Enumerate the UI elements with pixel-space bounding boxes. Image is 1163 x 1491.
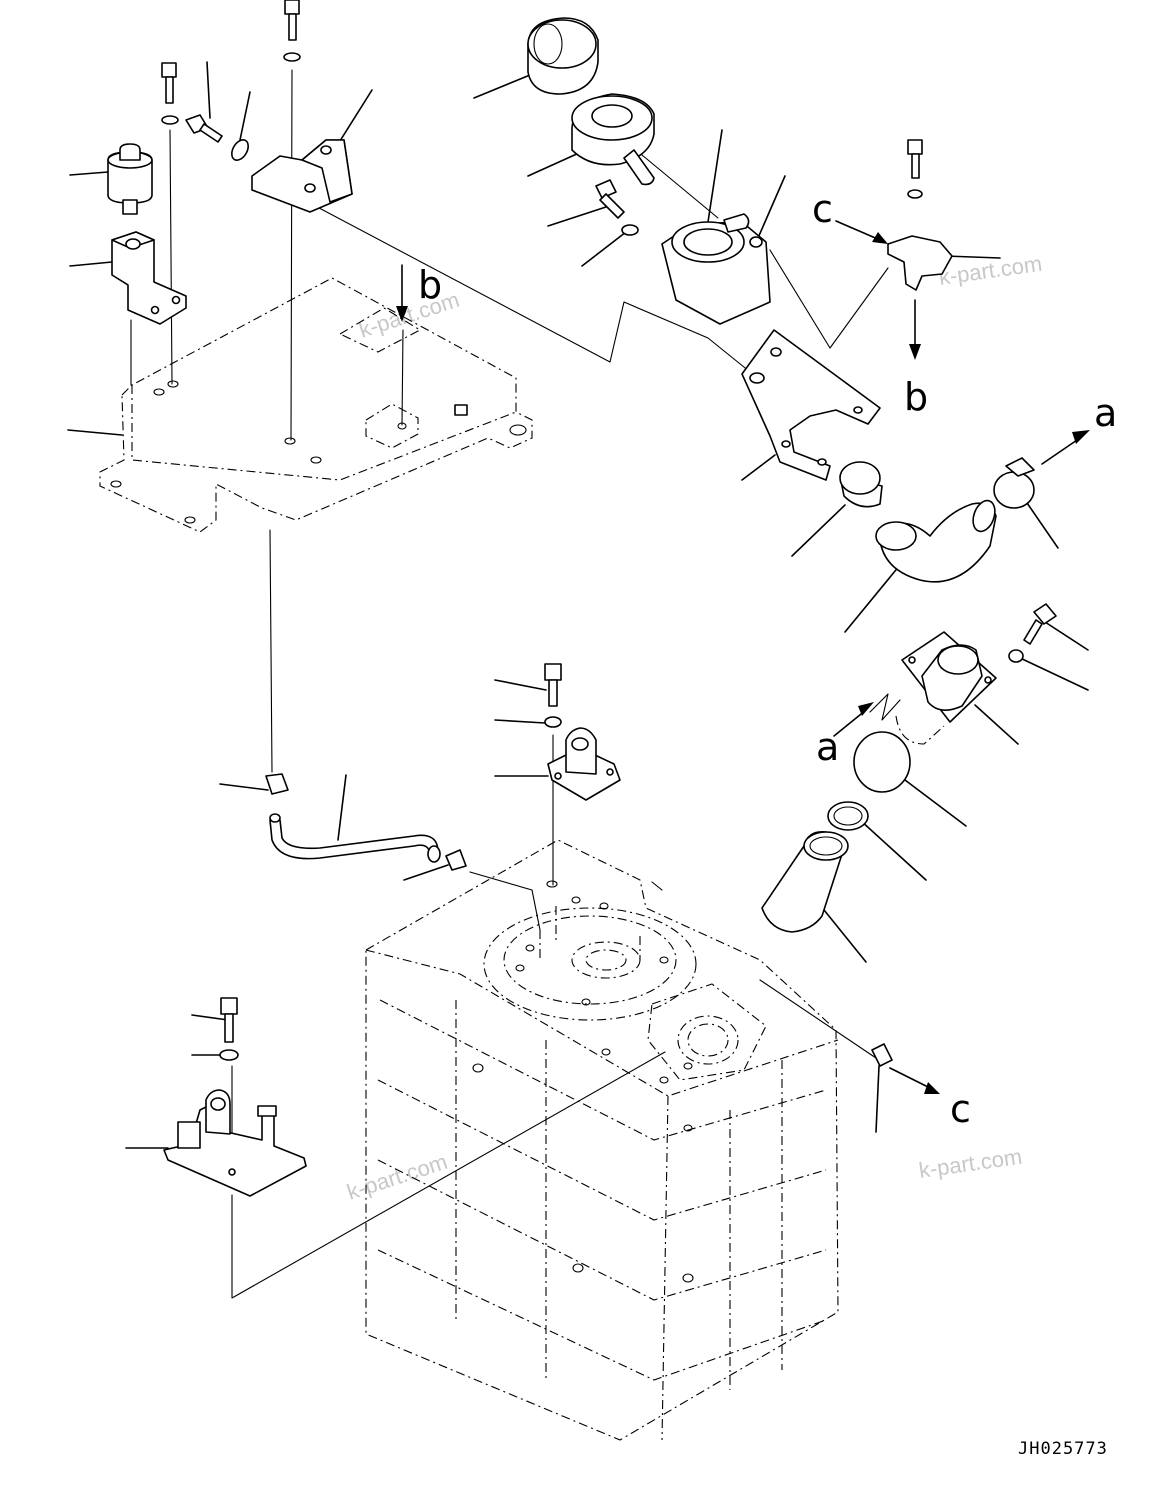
letter-c-top: c (812, 187, 833, 231)
tank-elbow-fitting (871, 1043, 893, 1067)
filler-tube (761, 830, 849, 933)
hose-clamp-3 (827, 801, 869, 831)
watermark-4: k-part.com (344, 1149, 451, 1205)
flange-elbow (895, 631, 997, 745)
watermark-1: k-part.com (356, 287, 463, 343)
mount-bracket-upper (547, 727, 621, 801)
assembly-lines (130, 69, 889, 1299)
watermark-3: k-part.com (917, 1144, 1023, 1183)
letter-b-left: b (418, 263, 442, 307)
angle-bracket (251, 139, 353, 213)
hose-clamp-2 (993, 457, 1035, 509)
drawing-code: JH025773 (1018, 1439, 1108, 1459)
vent-fitting (887, 139, 953, 291)
clip-right (445, 849, 467, 871)
leader-lines (67, 61, 1089, 1149)
drain-hose (269, 813, 441, 863)
switch-mount-bracket (163, 1089, 307, 1197)
breather-cap (527, 17, 599, 95)
letter-b-right: b (904, 375, 928, 419)
letter-a-lower: a (816, 725, 839, 769)
breather-adapter (571, 93, 655, 186)
hydraulic-tank (365, 839, 839, 1441)
float-switch (107, 143, 153, 215)
watermarks: k-part.com k-part.com k-part.com k-part.… (344, 251, 1044, 1205)
bolt-top-left-2 (283, 0, 301, 62)
letter-a-top: a (1094, 391, 1117, 435)
connection-letters: c b b a a c (418, 187, 1117, 1131)
bolt-center-top (595, 179, 639, 236)
switch-bracket (111, 231, 187, 325)
filler-bracket (741, 329, 881, 481)
blind-cap (853, 731, 911, 793)
bolt-top-left-1 (161, 62, 179, 125)
cover-plate (99, 277, 533, 533)
connection-arrows (396, 220, 1090, 1094)
hose-clamp-1 (839, 461, 883, 508)
bolt-right-middle (1008, 603, 1057, 663)
elbow-hose (875, 499, 997, 583)
bolt-middle (544, 663, 562, 728)
filler-neck (661, 213, 771, 325)
bolt-horizontal (185, 114, 249, 161)
clip-left (265, 773, 289, 795)
bolt-lower-left (219, 997, 239, 1061)
letter-c-bottom: c (950, 1087, 971, 1131)
